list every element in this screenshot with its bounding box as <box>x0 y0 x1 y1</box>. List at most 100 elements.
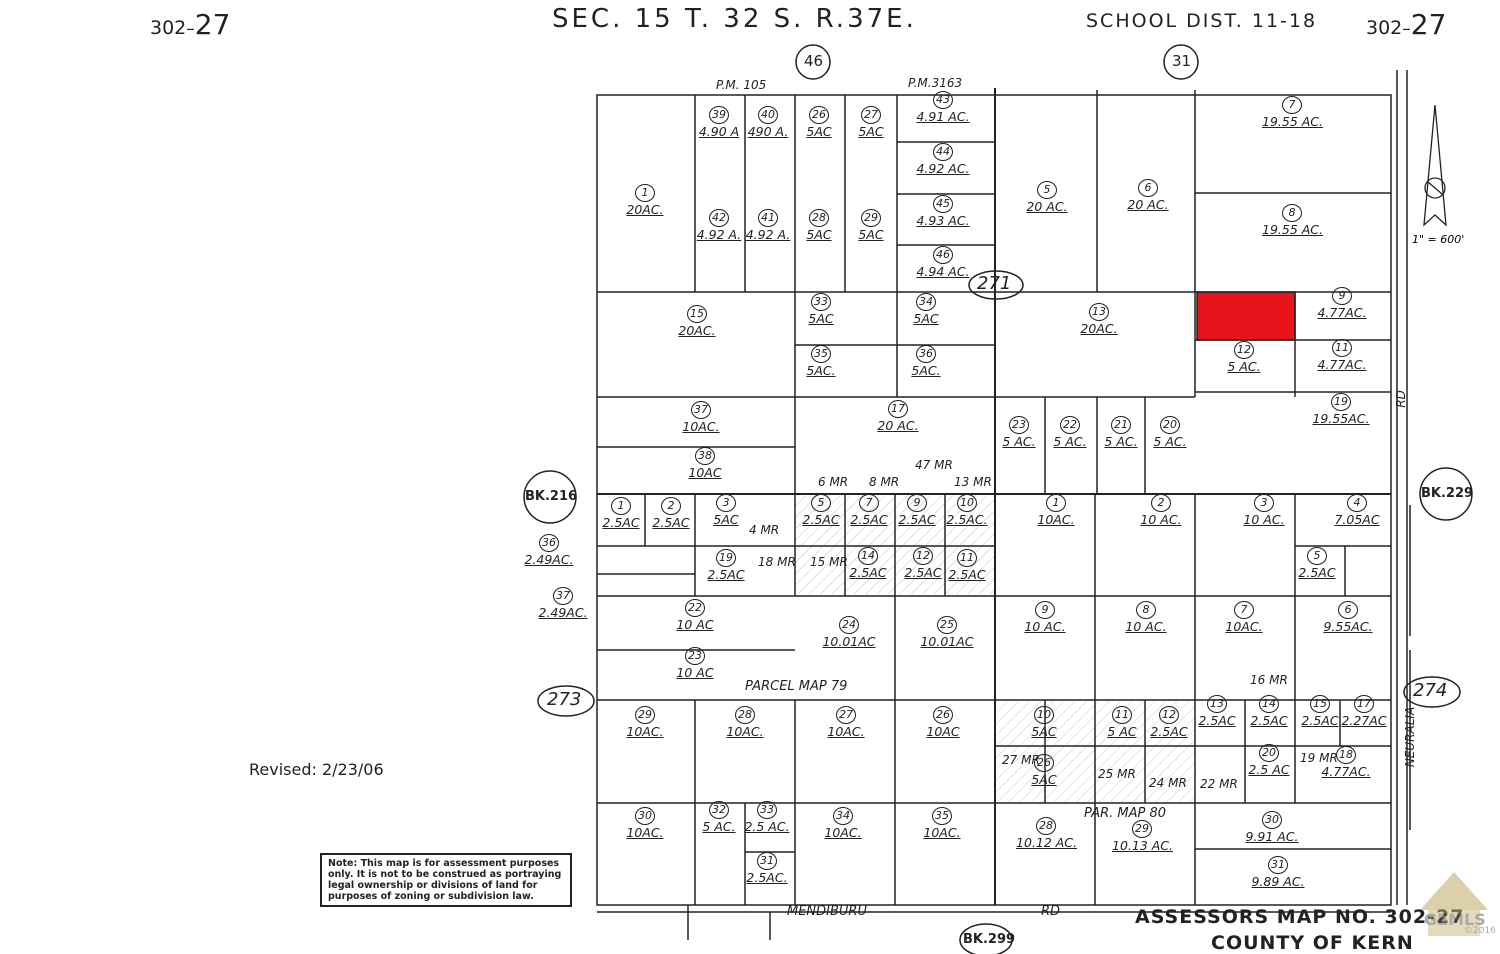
parcel-acreage: 5 AC. <box>1227 359 1261 374</box>
parcel-acreage: 2.5AC <box>904 565 942 580</box>
parcel-number: 30 <box>635 807 655 825</box>
page-ref: 273 <box>547 689 582 710</box>
parcel-acreage: 2.5AC <box>1301 713 1339 728</box>
parcel-number: 9 <box>1332 287 1352 305</box>
parcel-number: 19 <box>716 549 736 567</box>
parcel-number: 12 <box>1159 706 1179 724</box>
parcel-number: 29 <box>861 209 881 227</box>
map-ref-top-right: 302–27 <box>1366 8 1447 41</box>
parcel-acreage: 10AC. <box>726 724 764 739</box>
parcel-acreage: 4.93 AC. <box>916 213 970 228</box>
parcel-acreage: 4.92 A. <box>696 227 742 242</box>
highlighted-parcel[interactable] <box>1196 291 1296 341</box>
parcel-number: 20 <box>1259 744 1279 762</box>
parcel-acreage: 10.13 AC. <box>1112 838 1174 853</box>
